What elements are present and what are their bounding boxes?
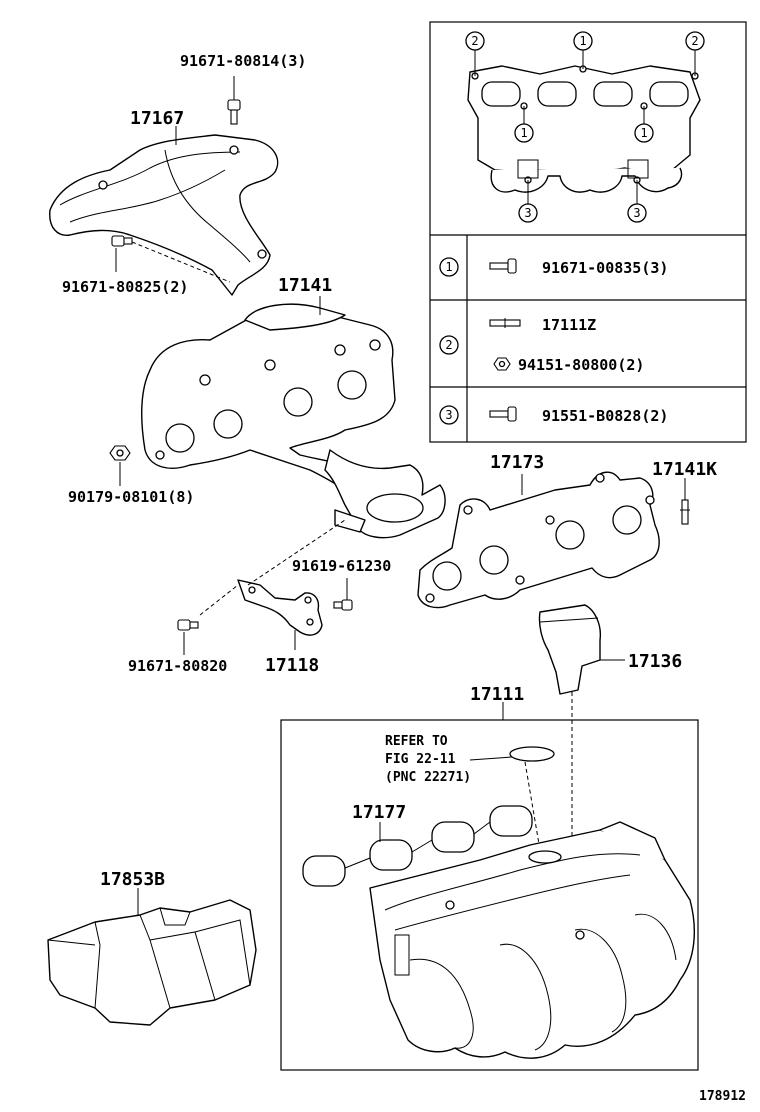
figure-id: 178912 — [699, 1089, 746, 1104]
intake-gasket-drawing — [302, 805, 533, 887]
flange-marker: 1 — [634, 123, 654, 143]
bolt-icon — [111, 235, 133, 247]
legend-row-2: 2 17111Z 94151-80800(2) — [439, 316, 644, 374]
legend-part-number: 91671-00835(3) — [542, 259, 668, 277]
flange-marker: 3 — [518, 203, 538, 223]
legend-row-3: 3 91551-B0828(2) — [439, 405, 668, 425]
heat-insulator-drawing — [49, 134, 279, 296]
exhaust-gasket-drawing — [417, 471, 660, 609]
flange-marker-label: 3 — [524, 206, 531, 220]
flange-marker: 3 — [627, 203, 647, 223]
nut-icon — [493, 357, 511, 371]
flange-marker-label: 1 — [579, 34, 586, 48]
flange-marker-label: 1 — [640, 126, 647, 140]
legend-part-number: 91551-B0828(2) — [542, 407, 668, 425]
stud-bolt-icon — [489, 318, 521, 328]
bolt-icon — [489, 406, 517, 422]
legend-part-number: 17111Z — [542, 316, 596, 334]
flange-marker: 2 — [465, 31, 485, 51]
manifold-stay-drawing — [237, 579, 323, 636]
legend-box — [429, 21, 747, 443]
flange-marker-label: 2 — [691, 34, 698, 48]
intake-manifold-box — [280, 719, 699, 1071]
refer-note-line: FIG 22-11 — [385, 752, 456, 767]
part-number-label: 17173 — [490, 452, 544, 473]
flange-marker-label: 1 — [520, 126, 527, 140]
refer-note-line: (PNC 22271) — [385, 770, 471, 785]
legend-row-marker: 1 — [445, 260, 452, 274]
flange-marker: 2 — [685, 31, 705, 51]
part-number-label: 17177 — [352, 802, 406, 823]
stud-bolt-icon — [680, 499, 690, 525]
part-number-label: 91671-80814(3) — [180, 52, 306, 70]
refer-note: REFER TO FIG 22-11 (PNC 22271) — [385, 734, 471, 785]
flange-marker: 1 — [573, 31, 593, 51]
nut-icon — [109, 445, 131, 461]
intake-manifold-drawing — [369, 821, 695, 1059]
throttle-gasket-drawing — [509, 746, 555, 762]
flange-marker: 1 — [514, 123, 534, 143]
bolt-icon — [489, 258, 517, 274]
part-number-label: 17141K — [652, 459, 717, 480]
engine-cover-drawing — [47, 899, 257, 1026]
part-number-label: 17141 — [278, 275, 332, 296]
part-number-label: 91671-80820 — [128, 657, 227, 675]
intake-flange-illustration — [467, 50, 701, 204]
bolt-icon — [333, 599, 353, 611]
bolt-icon — [177, 619, 199, 631]
flange-marker-label: 2 — [471, 34, 478, 48]
part-number-label: 91619-61230 — [292, 557, 391, 575]
legend-part-number: 94151-80800(2) — [518, 356, 644, 374]
legend-row-marker: 2 — [445, 338, 452, 352]
part-number-label: 17853B — [100, 869, 165, 890]
part-number-label: 17167 — [130, 108, 184, 129]
refer-note-line: REFER TO — [385, 734, 448, 749]
part-number-label: 91671-80825(2) — [62, 278, 188, 296]
part-number-label: 17136 — [628, 651, 682, 672]
part-number-label: 90179-08101(8) — [68, 488, 194, 506]
legend-row-marker: 3 — [445, 408, 452, 422]
flange-marker-label: 3 — [633, 206, 640, 220]
part-number-label: 17111 — [470, 684, 524, 705]
legend-row-1: 1 91671-00835(3) — [439, 257, 668, 277]
bolt-icon — [227, 99, 241, 125]
exhaust-manifold-drawing — [141, 303, 446, 539]
part-number-label: 17118 — [265, 655, 319, 676]
insulator-block-drawing — [538, 604, 602, 695]
